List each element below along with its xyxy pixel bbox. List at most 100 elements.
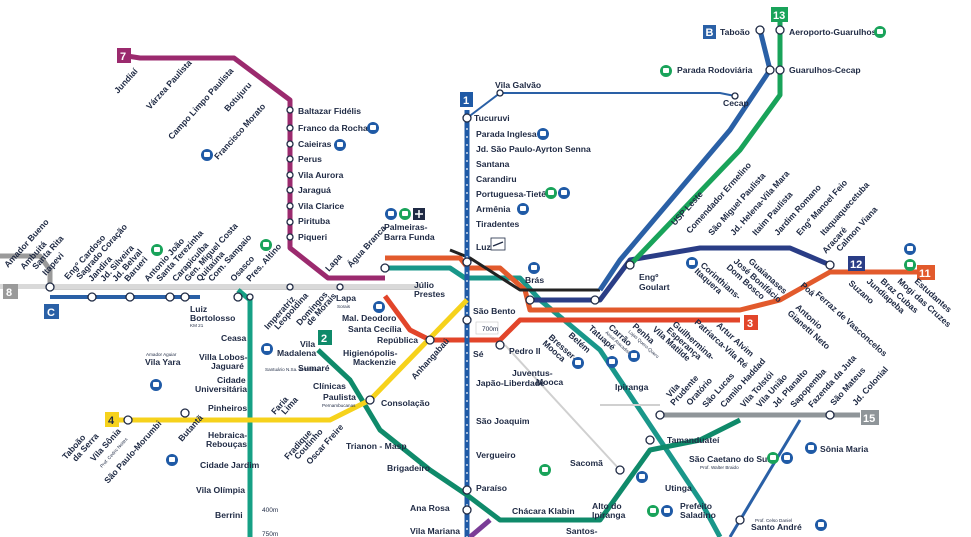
badge-line-2[interactable]: 2 (318, 330, 332, 345)
badge-line-12[interactable]: 12 (848, 256, 865, 271)
station-francisco-morato[interactable]: Francisco Morato (212, 101, 267, 161)
station-se[interactable]: Sé (473, 349, 484, 359)
station-franco[interactable]: Franco da Rocha (298, 123, 368, 133)
station-luiz[interactable]: Luiz (190, 304, 207, 314)
station-jaguare[interactable]: Jaguaré (211, 361, 244, 371)
station-berrini[interactable]: Berrini (215, 510, 243, 520)
station-sacoma[interactable]: Sacomã (570, 458, 603, 468)
station-vila-galvao[interactable]: Vila Galvão (495, 80, 541, 90)
station-vila-clarice[interactable]: Vila Clarice (298, 201, 344, 211)
station-republica[interactable]: República (377, 335, 418, 345)
station-juventus[interactable]: Juventus- (512, 368, 553, 378)
station-mal-deodoro[interactable]: Mal. Deodoro (342, 313, 396, 323)
station-utinga[interactable]: Utinga (665, 483, 692, 493)
station-pirituba[interactable]: Pirituba (298, 216, 330, 226)
station-vila-lobos[interactable]: Villa Lobos- (199, 352, 248, 362)
station-vila-madalena-a[interactable]: Vila (300, 339, 315, 349)
station-ceasa[interactable]: Ceasa (221, 333, 247, 343)
station-armenia[interactable]: Armênia (476, 204, 511, 214)
station-cidade[interactable]: Cidade (217, 375, 246, 385)
station-clinicas[interactable]: Clínicas (313, 381, 346, 391)
station-taboao[interactable]: Taboão (720, 27, 750, 37)
station-julio[interactable]: Júlio (414, 280, 434, 290)
station-cecap[interactable]: Cecap (723, 98, 749, 108)
station-prestes[interactable]: Prestes (414, 289, 445, 299)
station-lapa[interactable]: Lapa (323, 252, 344, 274)
station-pinheiros[interactable]: Pinheiros (208, 403, 247, 413)
station-luz[interactable]: Luz (476, 242, 491, 252)
station-vila-aurora[interactable]: Vila Aurora (298, 170, 344, 180)
badge-line-1[interactable]: 1 (460, 92, 473, 107)
badge-line-11[interactable]: 11 (917, 265, 935, 280)
station-barra-funda[interactable]: Barra Funda (384, 232, 435, 242)
badge-line-4[interactable]: 4 (105, 412, 119, 427)
station-vila-mariana[interactable]: Vila Mariana (410, 526, 460, 536)
station-prefeito-b[interactable]: Saladino (680, 510, 716, 520)
station-eng-goulart-b[interactable]: Goulart (639, 282, 670, 292)
station-sumare[interactable]: Sumaré (298, 363, 330, 373)
badge-line-3[interactable]: 3 (744, 315, 758, 330)
station-piqueri[interactable]: Piqueri (298, 232, 327, 242)
station-eng-goulart-a[interactable]: Engº (639, 272, 658, 282)
station-cidade-jardim[interactable]: Cidade Jardim (200, 460, 260, 470)
station-consolacao[interactable]: Consolação (381, 398, 430, 408)
badge-line-8[interactable]: 8 (3, 284, 18, 299)
station-universitaria[interactable]: Universitária (195, 384, 247, 394)
station-varzea[interactable]: Várzea Paulista (144, 58, 194, 112)
station-baltazar[interactable]: Baltazar Fidélis (298, 106, 361, 116)
station-japao[interactable]: Japão-Liberdade (476, 378, 545, 388)
station-paulista[interactable]: Paulista (323, 392, 356, 402)
station-mackenzie[interactable]: Mackenzie (353, 357, 396, 367)
station-jundiai[interactable]: Jundiaí (112, 66, 140, 96)
station-parada-inglesa[interactable]: Parada Inglesa (476, 129, 537, 139)
station-tucuruvi[interactable]: Tucuruvi (474, 113, 510, 123)
station-sao-bento[interactable]: São Bento (473, 306, 516, 316)
station-agua-branca[interactable]: Água Branca (345, 223, 388, 269)
badge-line-15[interactable]: 15 (861, 410, 879, 425)
station-santana[interactable]: Santana (476, 159, 510, 169)
station-mooca-j[interactable]: Mooca (536, 377, 563, 387)
station-perus[interactable]: Perus (298, 154, 322, 164)
station-tamanduatei[interactable]: Tamanduateí (667, 435, 720, 445)
station-rodoviaria[interactable]: Parada Rodoviária (677, 65, 753, 75)
station-carandiru[interactable]: Carandiru (476, 174, 517, 184)
station-alto-ipiranga-b[interactable]: Ipiranga (592, 510, 626, 520)
station-botujuru[interactable]: Botujuru (222, 80, 253, 113)
badge-line-7[interactable]: 7 (117, 48, 131, 63)
badge-line-9[interactable]: C (44, 304, 59, 319)
badge-line-b[interactable]: B (703, 25, 716, 39)
station-vila-madalena-b[interactable]: Madalena (277, 348, 316, 358)
station-vergueiro[interactable]: Vergueiro (476, 450, 516, 460)
station-sao-joaquim[interactable]: São Joaquim (476, 416, 530, 426)
station-hebraica[interactable]: Hebraica- (208, 430, 247, 440)
station-ipiranga[interactable]: Ipiranga (615, 382, 649, 392)
station-reboucas[interactable]: Rebouças (206, 439, 247, 449)
station-brigadeiro[interactable]: Brigadeiro (387, 463, 430, 473)
station-sonia-maria[interactable]: Sônia Maria (820, 444, 868, 454)
station-guarulhos-cecap[interactable]: Guarulhos-Cecap (789, 65, 861, 75)
station-bras[interactable]: Brás (525, 275, 544, 285)
station-santo-andre[interactable]: Santo André (751, 522, 802, 532)
station-alto-ipiranga-a[interactable]: Alto do (592, 501, 622, 511)
station-paraiso[interactable]: Paraíso (476, 483, 507, 493)
station-lapa-8[interactable]: Lapa (336, 293, 356, 303)
station-prefeito-a[interactable]: Prefeito (680, 501, 712, 511)
badge-line-13[interactable]: 13 (771, 7, 788, 22)
station-jd-sao-paulo[interactable]: Jd. São Paulo-Ayrton Senna (476, 144, 591, 154)
station-santa-cecilia[interactable]: Santa Cecília (348, 324, 402, 334)
station-sao-caetano[interactable]: São Caetano do Sul (689, 454, 770, 464)
station-santos[interactable]: Santos- (566, 526, 598, 536)
station-trianon[interactable]: Trianon - Masp (346, 441, 407, 451)
station-vila-yara[interactable]: Vila Yara (145, 357, 181, 367)
station-pedro-ii[interactable]: Pedro II (509, 346, 541, 356)
station-ana-rosa[interactable]: Ana Rosa (410, 503, 450, 513)
station-palmeiras[interactable]: Palmeiras- (384, 222, 428, 232)
station-vila-olimpia[interactable]: Vila Olímpia (196, 485, 245, 495)
station-higienopolis[interactable]: Higienópolis- (343, 348, 398, 358)
station-caieiras[interactable]: Caieiras (298, 139, 332, 149)
station-tiradentes[interactable]: Tiradentes (476, 219, 520, 229)
station-aeroporto[interactable]: Aeroporto-Guarulhos (789, 27, 877, 37)
station-chacara-klabin[interactable]: Chácara Klabin (512, 506, 575, 516)
station-butanta[interactable]: Butantã (176, 413, 205, 444)
station-bortolosso[interactable]: Bortolosso (190, 313, 235, 323)
